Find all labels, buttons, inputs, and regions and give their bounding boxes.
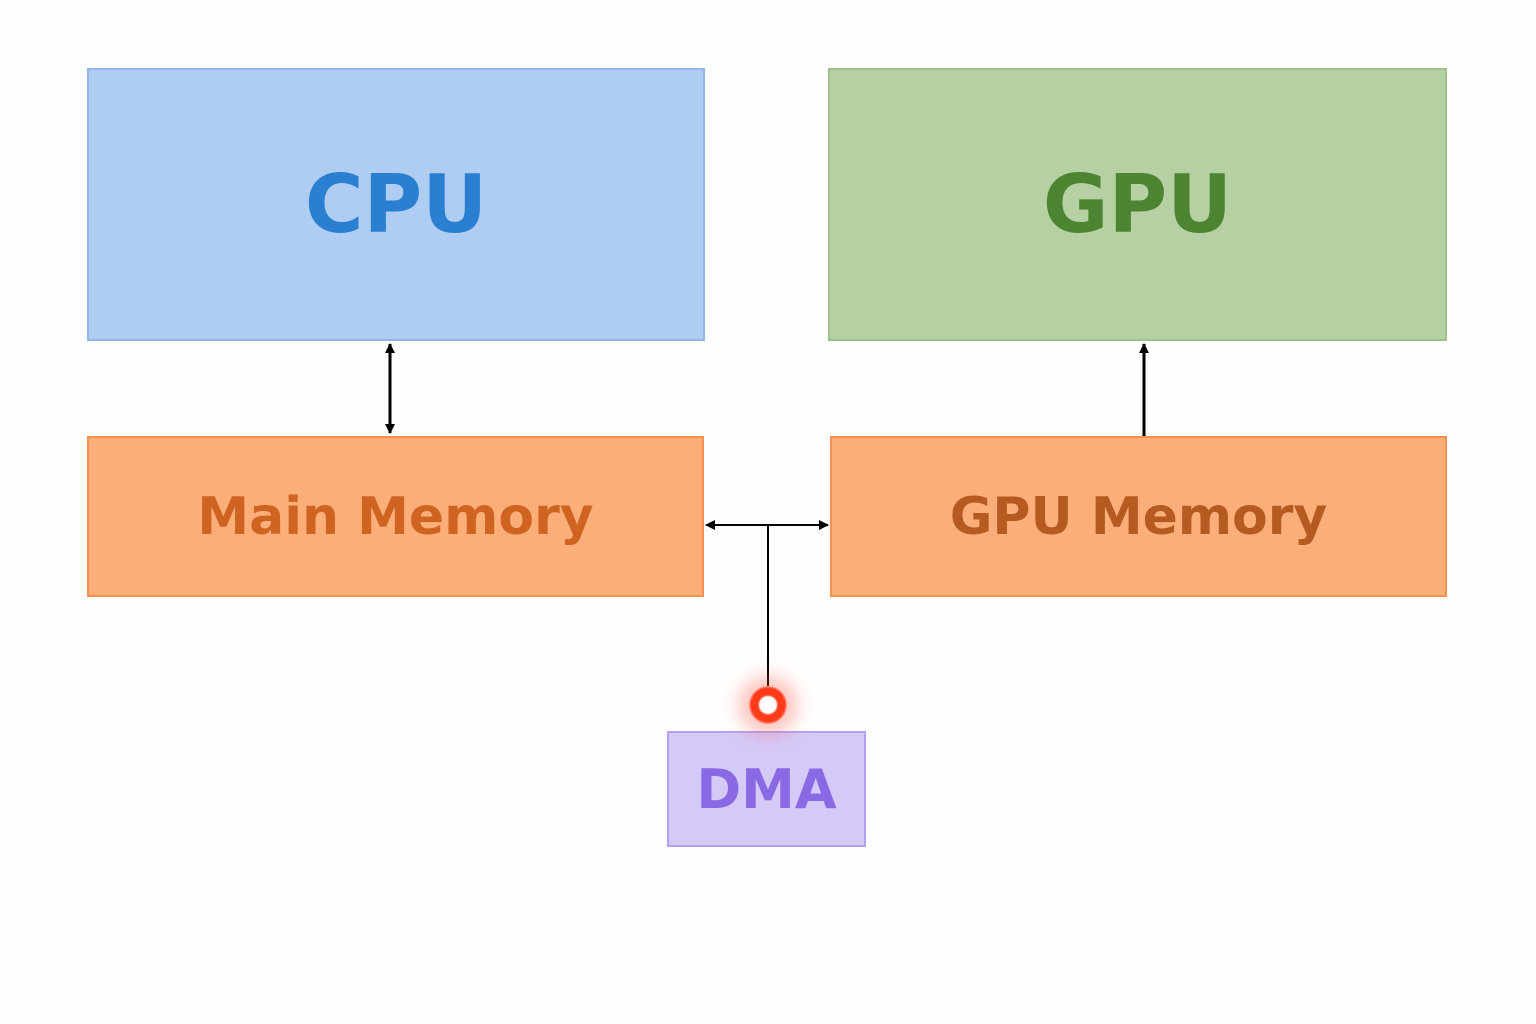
main-memory-label: Main Memory <box>197 486 594 547</box>
highlight-marker[interactable] <box>749 686 787 724</box>
cpu-label: CPU <box>304 158 488 251</box>
main-memory-block: Main Memory <box>87 436 704 597</box>
gpu-label: GPU <box>1042 158 1233 251</box>
gpu-memory-label: GPU Memory <box>949 486 1328 547</box>
dma-label: DMA <box>696 757 837 821</box>
gpu-block: GPU <box>828 68 1447 341</box>
dma-block: DMA <box>667 731 866 847</box>
cpu-block: CPU <box>87 68 705 341</box>
gpu-memory-block: GPU Memory <box>830 436 1447 597</box>
